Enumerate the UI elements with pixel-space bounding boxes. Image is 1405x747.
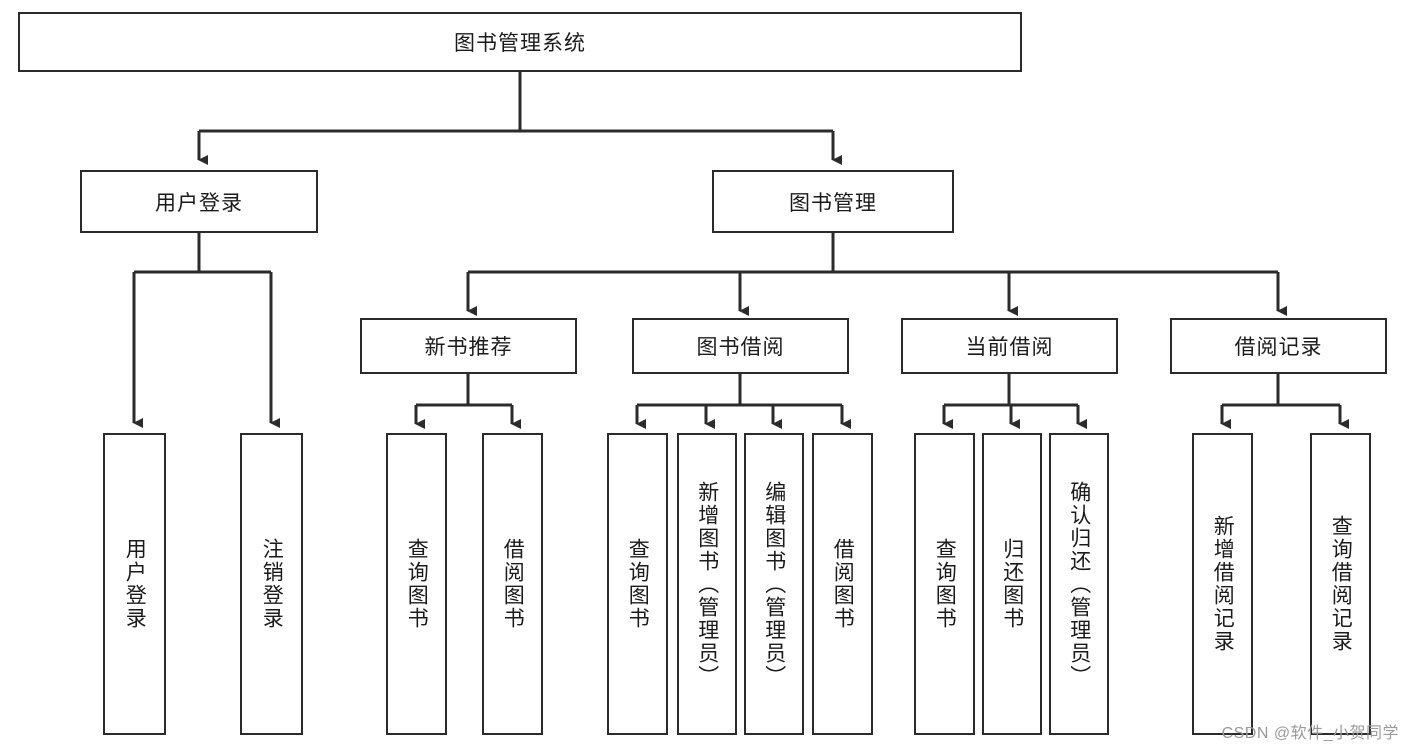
leaf-label: 用户登录 [123,538,147,630]
leaf-label: 查询借阅记录 [1329,515,1353,653]
node-user-login[interactable]: 用户登录 [80,170,318,233]
leaf-label: 归还图书 [1000,538,1024,630]
node-current-borrow[interactable]: 当前借阅 [901,318,1118,374]
leaf-label: 查询图书 [405,538,429,630]
csdn-watermark: CSDN @软件_小贺同学 [1221,725,1399,742]
node-borrow-record[interactable]: 借阅记录 [1170,318,1387,374]
node-leaf-confirm-return[interactable]: 确认归还（管理员） [1049,433,1109,735]
node-book-management[interactable]: 图书管理 [712,170,954,233]
leaf-label: 编辑图书（管理员） [762,480,786,688]
leaf-label: 确认归还（管理员） [1067,480,1091,688]
node-leaf-query-book-3[interactable]: 查询图书 [914,433,975,735]
node-leaf-borrow-book-1[interactable]: 借阅图书 [482,433,543,735]
leaf-label: 查询图书 [933,538,957,630]
node-book-borrow[interactable]: 图书借阅 [632,318,849,374]
node-leaf-query-record[interactable]: 查询借阅记录 [1310,433,1371,735]
leaf-label: 注销登录 [260,538,284,630]
node-root-system[interactable]: 图书管理系统 [18,12,1022,72]
node-leaf-query-book-1[interactable]: 查询图书 [386,433,447,735]
node-leaf-query-book-2[interactable]: 查询图书 [607,433,668,735]
leaf-label: 新增图书（管理员） [695,480,719,688]
node-leaf-add-book[interactable]: 新增图书（管理员） [677,433,737,735]
leaf-label: 借阅图书 [831,538,855,630]
node-leaf-borrow-book-2[interactable]: 借阅图书 [812,433,873,735]
leaf-label: 查询图书 [626,538,650,630]
node-new-book-recommend[interactable]: 新书推荐 [360,318,577,374]
node-leaf-user-login[interactable]: 用户登录 [103,433,166,735]
node-leaf-user-logout[interactable]: 注销登录 [240,433,303,735]
leaf-label: 借阅图书 [501,538,525,630]
node-leaf-add-record[interactable]: 新增借阅记录 [1192,433,1253,735]
node-leaf-return-book[interactable]: 归还图书 [982,433,1042,735]
leaf-label: 新增借阅记录 [1211,515,1235,653]
node-leaf-edit-book[interactable]: 编辑图书（管理员） [744,433,804,735]
